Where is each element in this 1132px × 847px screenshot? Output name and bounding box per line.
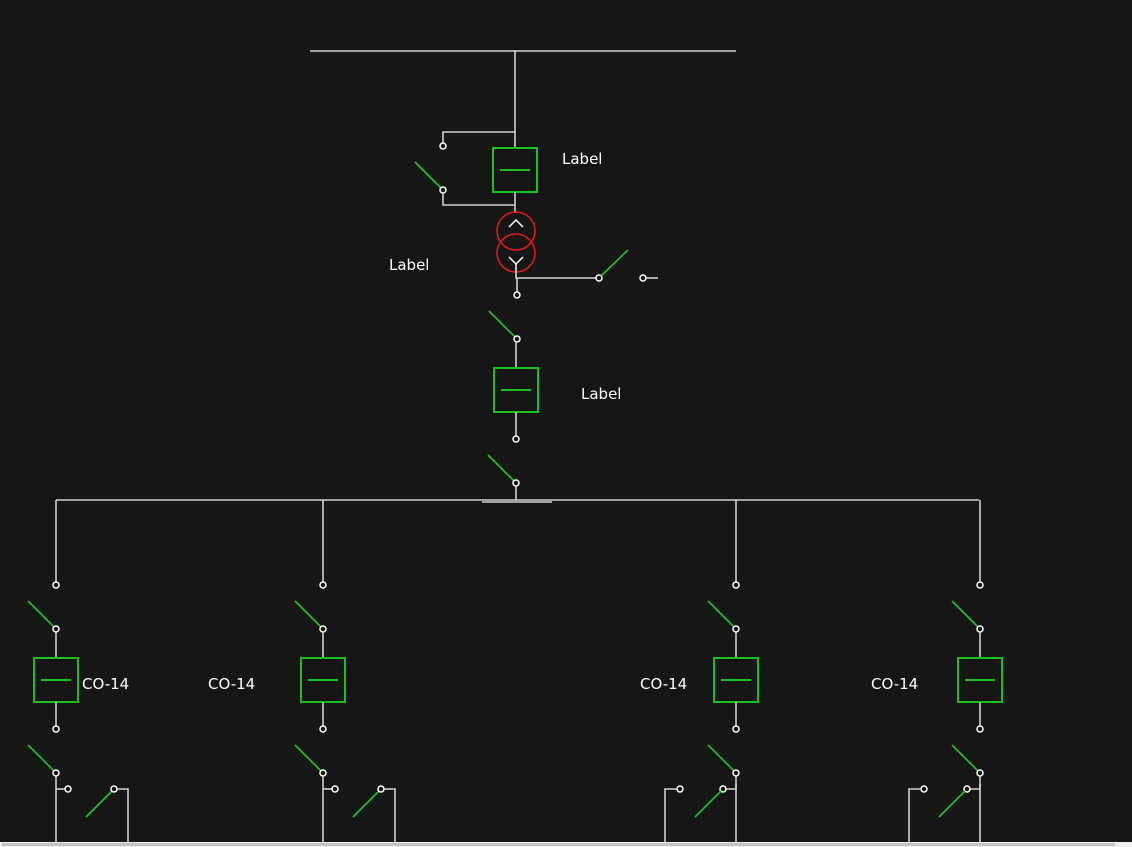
feeder-earthing-switch[interactable] [664, 784, 737, 847]
terminal-node [52, 581, 60, 589]
terminal-node [52, 725, 60, 733]
secondary-side-switch[interactable] [595, 249, 658, 282]
switch-blade [294, 600, 322, 628]
secondary-disconnect-switch-upper[interactable] [488, 310, 521, 343]
terminal-node [732, 725, 740, 733]
switch-contact [976, 769, 984, 777]
horizontal-scrollbar-thumb[interactable] [2, 843, 1115, 846]
feeder-1: CO-14 [27, 500, 129, 847]
switch-blade [707, 744, 735, 772]
feeder-breaker[interactable] [713, 657, 759, 703]
feeder-relay-label: CO-14 [640, 675, 687, 693]
switch-contact [331, 785, 339, 793]
terminal-node [976, 725, 984, 733]
feeder-disconnect-switch-upper[interactable] [27, 600, 60, 633]
switch-contact [64, 785, 72, 793]
feeder-disconnect-switch-lower[interactable] [707, 744, 740, 777]
switch-contact [110, 785, 118, 793]
feeder-disconnect-switch-lower[interactable] [27, 744, 60, 777]
wire [117, 788, 129, 847]
secondary-breaker-label: Label [581, 385, 621, 403]
switch-contact [920, 785, 928, 793]
terminal-node [513, 291, 521, 299]
feeder-breaker[interactable] [33, 657, 79, 703]
transformer-label: Label [389, 256, 429, 274]
switch-blade [27, 744, 55, 772]
main-breaker[interactable] [492, 147, 538, 193]
switch-contact [732, 769, 740, 777]
feeder-2: CO-14 [208, 500, 396, 847]
switch-blade [694, 790, 722, 818]
wye-winding-icon [508, 256, 524, 266]
switch-contact [732, 625, 740, 633]
wire [970, 784, 981, 790]
feeder-relay-label: CO-14 [82, 675, 129, 693]
feeder-earthing-switch[interactable] [56, 785, 129, 847]
switch-blade [938, 790, 966, 818]
switch-blade [294, 744, 322, 772]
wire [384, 788, 396, 847]
feeder-disconnect-switch-upper[interactable] [294, 600, 327, 633]
wire [664, 788, 677, 847]
feeder-earthing-switch[interactable] [323, 785, 396, 847]
feeder-breaker[interactable] [300, 657, 346, 703]
feeder-earthing-switch[interactable] [908, 784, 981, 847]
feeder-4: CO-14 [871, 500, 1003, 847]
feeder-disconnect-switch-lower[interactable] [951, 744, 984, 777]
wire [726, 784, 737, 790]
switch-blade [951, 600, 979, 628]
main-breaker-label: Label [562, 150, 602, 168]
switch-contact [319, 625, 327, 633]
switch-blade [707, 600, 735, 628]
feeder-breaker[interactable] [957, 657, 1003, 703]
wire [908, 788, 921, 847]
secondary-disconnect-switch-lower[interactable] [487, 454, 520, 487]
secondary-breaker[interactable] [493, 367, 539, 413]
terminal-node [732, 581, 740, 589]
feeder-3: CO-14 [640, 500, 759, 847]
switch-blade [27, 600, 55, 628]
feeder-disconnect-switch-lower[interactable] [294, 744, 327, 777]
switch-blade [352, 790, 380, 818]
feeders: CO-14 CO-14 CO-14 CO-14 [27, 500, 1003, 847]
terminal-node [512, 435, 520, 443]
switch-contact [52, 625, 60, 633]
feeder-relay-label: CO-14 [208, 675, 255, 693]
feeder-disconnect-switch-upper[interactable] [707, 600, 740, 633]
switch-contact [976, 625, 984, 633]
switch-blade [85, 790, 113, 818]
feeder-disconnect-switch-upper[interactable] [951, 600, 984, 633]
switch-contact [963, 785, 971, 793]
switch-contact [676, 785, 684, 793]
switch-contact [52, 769, 60, 777]
switch-contact [319, 769, 327, 777]
switch-contact [719, 785, 727, 793]
terminal-node [976, 581, 984, 589]
switch-blade [951, 744, 979, 772]
terminal-node [319, 581, 327, 589]
transformer[interactable] [496, 211, 536, 273]
switch-contact [377, 785, 385, 793]
secondary-tap-wire [515, 272, 596, 279]
terminal-node [319, 725, 327, 733]
delta-winding-icon [508, 218, 524, 228]
horizontal-scrollbar[interactable] [0, 842, 1132, 847]
feeder-relay-label: CO-14 [871, 675, 918, 693]
bypass-disconnect-switch[interactable] [414, 131, 515, 206]
